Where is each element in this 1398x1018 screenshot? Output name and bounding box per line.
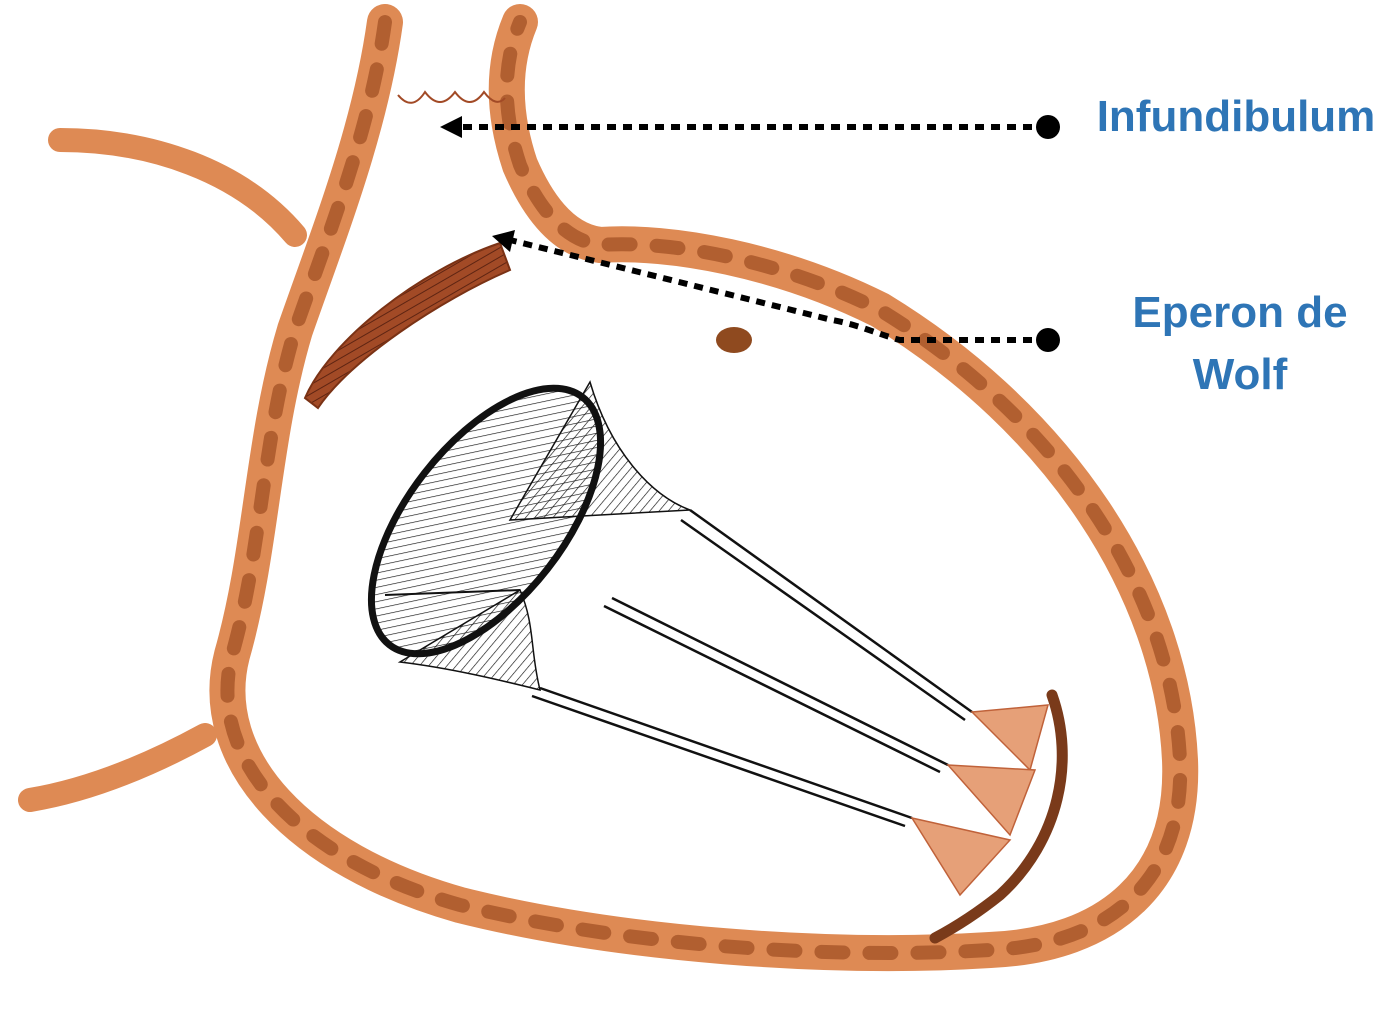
arrowhead-left-icon: [440, 116, 462, 138]
label-eperon-de-wolf: Eperon de Wolf: [1085, 282, 1395, 406]
chordae-tendineae: [532, 510, 972, 826]
wall-spot: [716, 327, 752, 353]
pointer-dot-icon: [1036, 328, 1060, 352]
upper-left-vessel: [60, 140, 295, 235]
label-infundibulum: Infundibulum: [1080, 86, 1392, 148]
label-eperon-line-2: Wolf: [1085, 344, 1395, 406]
ventricle-wall: [227, 22, 1180, 953]
pointer-dot-icon: [1036, 115, 1060, 139]
lower-left-vessel: [30, 735, 205, 800]
label-eperon-line-1: Eperon de: [1085, 282, 1395, 344]
